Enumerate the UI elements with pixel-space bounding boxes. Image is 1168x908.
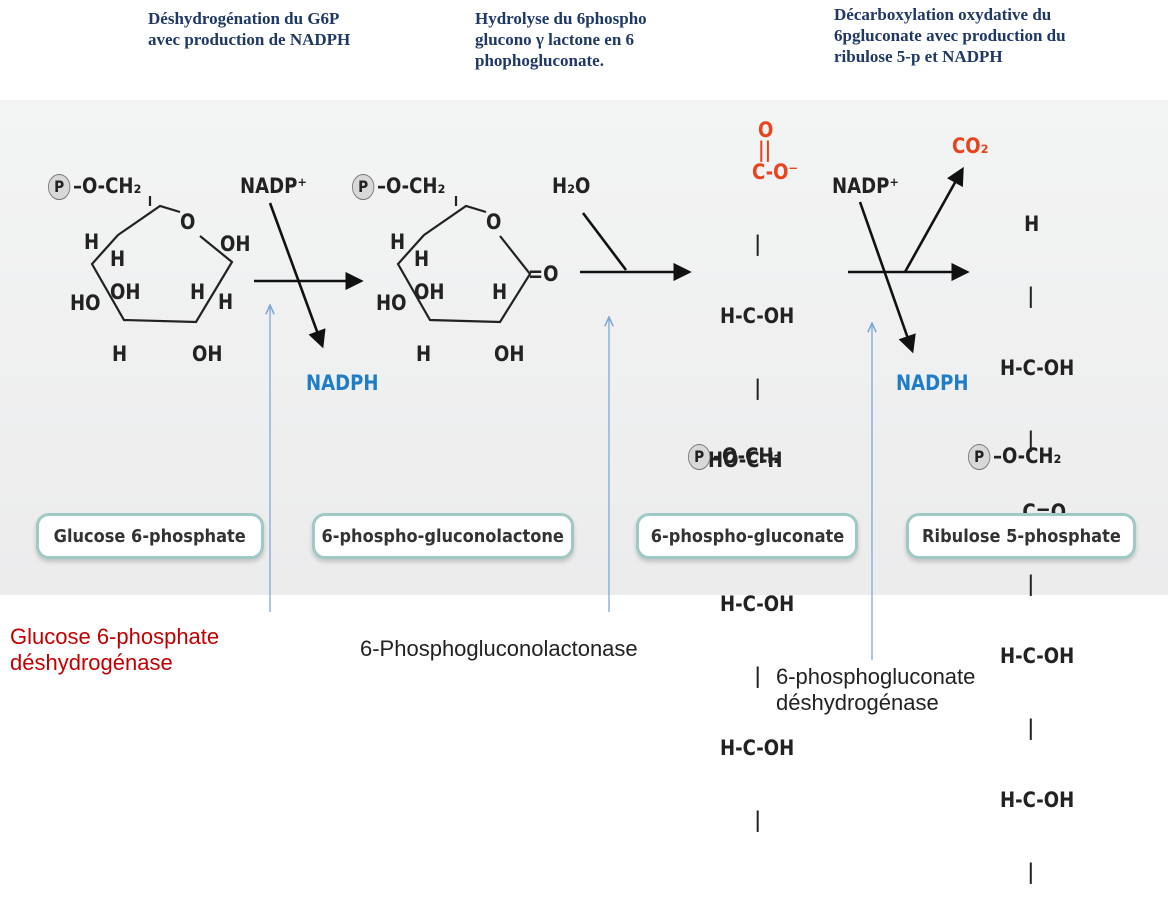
lactone-ring-o: O bbox=[486, 210, 502, 234]
lactone-ho: HO bbox=[376, 291, 407, 315]
gluconate-bottom-chain: –O-CH₂ bbox=[712, 444, 782, 468]
pathway-graphics bbox=[90, 166, 970, 660]
glucose-h-1: H bbox=[84, 230, 100, 254]
co2-label: CO₂ bbox=[952, 134, 989, 158]
compound-6-phospho-gluconate: 6-phospho-gluconate bbox=[636, 513, 858, 559]
phosphate-circle-icon: P bbox=[352, 174, 375, 200]
arrow-step-1-nadp bbox=[268, 202, 326, 349]
glucose-h-3: H bbox=[190, 280, 206, 304]
glucose-h-bottom: H bbox=[112, 342, 128, 366]
compound-6-phospho-gluconolactone: 6-phospho-gluconolactone bbox=[312, 513, 574, 559]
nadp-label-2: NADP⁺ bbox=[832, 174, 899, 198]
gluconate-line-2: H-C-OH bbox=[720, 304, 795, 328]
glucose-oh-bottom: OH bbox=[192, 342, 223, 366]
phosphate-circle-icon: P bbox=[968, 444, 991, 470]
step-2-title-line-1: Hydrolyse du 6phospho bbox=[475, 9, 647, 28]
glucose-ring-o: O bbox=[180, 210, 196, 234]
glucose-oh-mid: OH bbox=[110, 280, 141, 304]
gluconate-phosphate-group: P–O-CH₂ bbox=[688, 444, 781, 470]
gluconate-line-6: H-C-OH bbox=[720, 592, 795, 616]
lactone-ring bbox=[396, 196, 532, 324]
compound-glucose-6-phosphate: Glucose 6-phosphate bbox=[36, 513, 264, 559]
enzyme-1-line-1: Glucose 6-phosphate bbox=[10, 624, 220, 649]
ribulose-line-7: H-C-OH bbox=[1000, 644, 1075, 668]
glucose-ho: HO bbox=[70, 291, 101, 315]
gluconate-line-4: HO-C-H bbox=[707, 448, 783, 472]
enzyme-3-label: 6-phosphogluconate déshydrogénase bbox=[776, 664, 975, 716]
gluconate-double-bond: || bbox=[758, 138, 772, 162]
ribulose-line-2: | bbox=[1027, 284, 1035, 308]
lactone-h-3: H bbox=[492, 280, 508, 304]
lactone-oh-mid: OH bbox=[414, 280, 445, 304]
phosphate-circle-icon: P bbox=[48, 174, 71, 200]
nadph-label-2: NADPH bbox=[896, 371, 969, 395]
lactone-phosphate-group: P–O-CH₂ bbox=[352, 174, 445, 200]
nadph-label-1: NADPH bbox=[306, 371, 379, 395]
enzyme-3-line-1: 6-phosphogluconate bbox=[776, 664, 976, 689]
arrow-step-2-water bbox=[581, 212, 628, 271]
enzyme-3-line-2: déshydrogénase bbox=[776, 690, 939, 715]
gluconate-carboxylate: C-O⁻ bbox=[752, 160, 799, 184]
enzyme-1-line-2: déshydrogénase bbox=[10, 650, 173, 675]
lactone-h-2: H bbox=[414, 247, 430, 271]
arrow-step-3-nadp bbox=[858, 201, 916, 354]
step-2-title-line-2: glucono γ lactone en 6 bbox=[475, 30, 635, 49]
step-3-title-line-2: 6pgluconate avec production du bbox=[834, 26, 1066, 45]
step-1-title: Déshydrogénation du G6P avec production … bbox=[148, 8, 350, 50]
lactone-oh-bottom: OH bbox=[494, 342, 525, 366]
ribulose-phosphate-group: P–O-CH₂ bbox=[968, 444, 1061, 470]
glucose-oh-right: OH bbox=[220, 232, 251, 256]
ribulose-line-9: H-C-OH bbox=[1000, 788, 1075, 812]
ribulose-line-3: H-C-OH bbox=[1000, 356, 1075, 380]
ribulose-line-10: | bbox=[1027, 860, 1035, 884]
ribulose-line-1: H bbox=[1024, 212, 1040, 236]
gluconate-line-1: | bbox=[754, 232, 761, 256]
compound-ribulose-5-phosphate: Ribulose 5-phosphate bbox=[906, 513, 1136, 559]
nadp-label-1: NADP⁺ bbox=[240, 174, 307, 198]
arrow-step-3-co2 bbox=[903, 166, 964, 273]
pathway-panel bbox=[0, 100, 1168, 595]
glucose-phosphate-group: P–O-CH₂ bbox=[48, 174, 141, 200]
ribulose-line-8: | bbox=[1027, 716, 1035, 740]
step-3-title-line-3: ribulose 5-p et NADPH bbox=[834, 47, 1003, 66]
ribulose-bottom-chain: –O-CH₂ bbox=[992, 444, 1062, 468]
glucose-top-chain: –O-CH₂ bbox=[72, 174, 142, 198]
lactone-top-chain: –O-CH₂ bbox=[376, 174, 446, 198]
lactone-h-1: H bbox=[390, 230, 406, 254]
phosphate-circle-icon: P bbox=[688, 444, 711, 470]
gluconate-o-top: O bbox=[758, 118, 774, 142]
step-1-title-line-2: avec production de NADPH bbox=[148, 30, 351, 49]
glucose-h-4: H bbox=[218, 290, 234, 314]
step-2-title: Hydrolyse du 6phospho glucono γ lactone … bbox=[475, 8, 647, 71]
step-1-title-line-1: Déshydrogénation du G6P bbox=[148, 9, 340, 28]
step-3-title: Décarboxylation oxydative du 6pgluconate… bbox=[834, 4, 1066, 67]
water-label: H₂O bbox=[552, 174, 591, 198]
enzyme-1-label: Glucose 6-phosphate déshydrogénase bbox=[10, 624, 219, 676]
step-2-title-line-3: phophogluconate. bbox=[475, 51, 604, 70]
gluconate-line-3: | bbox=[754, 376, 761, 400]
glucose-h-2: H bbox=[110, 247, 126, 271]
ribulose-line-4: | bbox=[1027, 428, 1035, 452]
enzyme-2-label: 6-Phosphogluconolactonase bbox=[360, 636, 638, 661]
lactone-h-bottom: H bbox=[416, 342, 432, 366]
lactone-carbonyl: =O bbox=[528, 262, 559, 286]
gluconate-line-8: H-C-OH bbox=[720, 736, 795, 760]
gluconate-line-9: | bbox=[754, 808, 761, 832]
gluconate-line-7: | bbox=[754, 664, 761, 688]
ribulose-line-6: | bbox=[1027, 572, 1035, 596]
glucose-ring bbox=[90, 196, 234, 324]
step-3-title-line-1: Décarboxylation oxydative du bbox=[834, 5, 1052, 24]
